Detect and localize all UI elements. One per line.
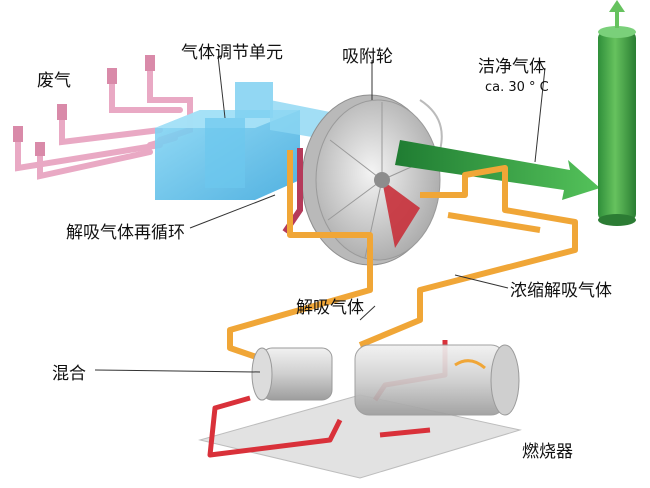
leader-lines <box>94 55 546 373</box>
mixer-cylinder <box>251 347 333 401</box>
label-clean-gas: 洁净气体 <box>478 57 546 77</box>
exhaust-pipes <box>15 67 193 180</box>
label-mixing: 混合 <box>52 364 86 384</box>
label-clean-gas-temperature: ca. 30 ° C <box>485 80 549 95</box>
desorption-gas-pipes <box>227 150 578 363</box>
label-adsorption-wheel: 吸附轮 <box>342 47 393 67</box>
label-gas-regulating-unit: 气体调节单元 <box>181 43 283 63</box>
label-desorption-gas: 解吸气体 <box>296 298 364 318</box>
burner-cylinder <box>354 344 520 416</box>
burner-base <box>198 394 522 479</box>
label-burner: 燃烧器 <box>522 442 573 462</box>
label-desorption-recirculation: 解吸气体再循环 <box>66 223 185 243</box>
gas-regulating-unit <box>155 82 330 200</box>
exhaust-valves <box>13 55 155 156</box>
label-concentrated-desorption-gas: 浓缩解吸气体 <box>510 281 612 301</box>
chimney <box>598 0 636 226</box>
label-exhaust-gas: 废气 <box>37 71 71 91</box>
adsorption-wheel <box>301 94 443 266</box>
